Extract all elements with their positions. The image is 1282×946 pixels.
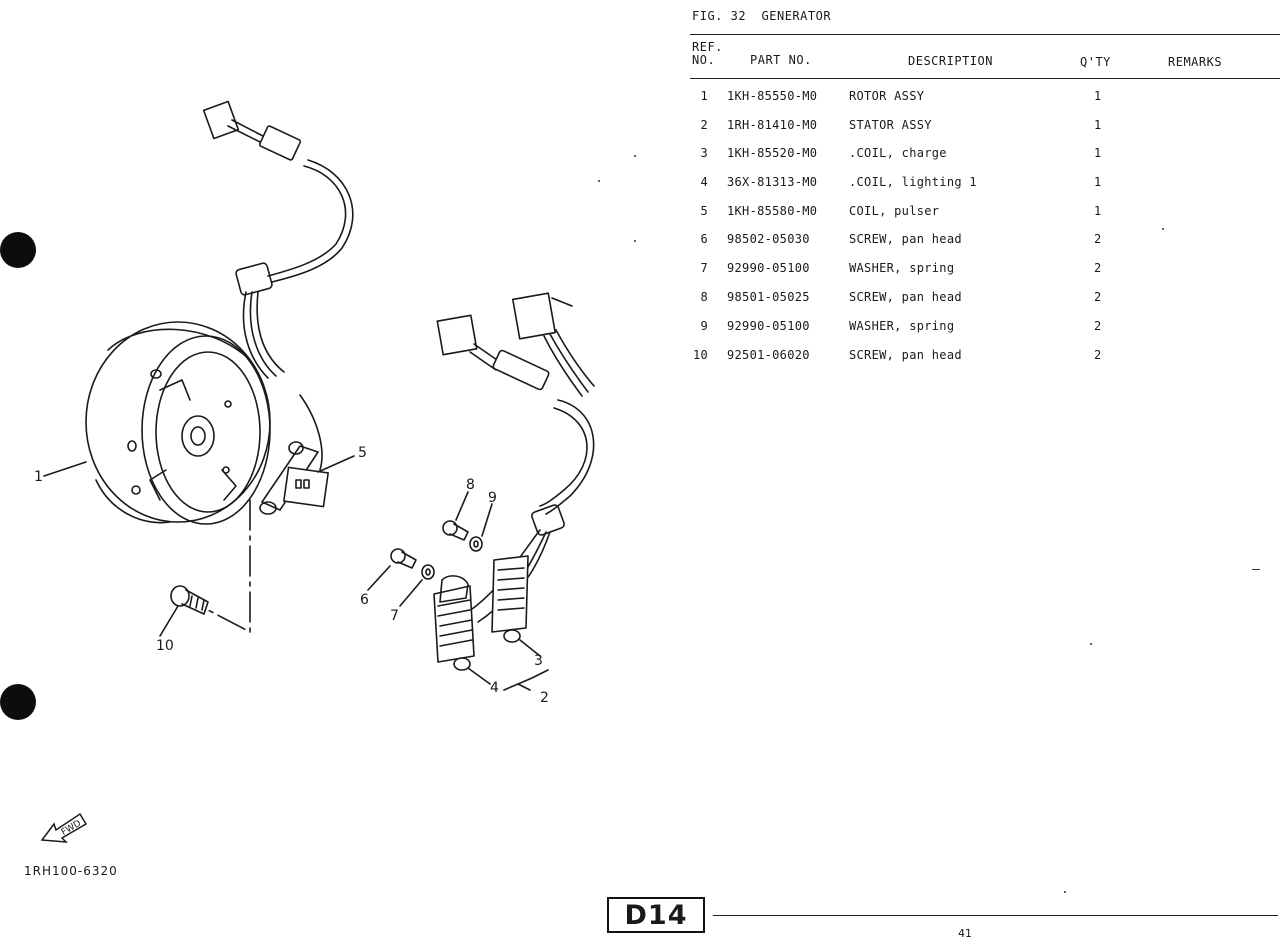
scan-speck	[634, 155, 636, 157]
qty: 2	[1094, 348, 1102, 362]
part-no: 1KH-85520-M0	[727, 146, 818, 160]
callout-7: 7	[390, 608, 399, 624]
figure-name: GENERATOR	[761, 9, 832, 23]
callout-3: 3	[534, 653, 543, 669]
table-row: 9 92990-05100 WASHER, spring 2	[0, 319, 1282, 339]
washer-7	[399, 564, 435, 607]
ref-no: 2	[700, 118, 708, 132]
description: COIL, pulser	[849, 204, 940, 218]
table-row: 1 1KH-85550-M0 ROTOR ASSY 1	[0, 89, 1282, 109]
scan-speck	[634, 240, 636, 242]
figure-number: FIG. 32	[692, 9, 747, 23]
ref-no: 8	[700, 290, 708, 304]
scan-speck	[1162, 228, 1164, 230]
scan-speck	[1252, 569, 1260, 570]
ref-no: 9	[700, 319, 708, 333]
header-qty: Q'TY	[1080, 55, 1111, 69]
footer-rule	[713, 915, 1278, 916]
scan-speck	[598, 180, 600, 182]
scan-speck	[1064, 891, 1066, 893]
description: WASHER, spring	[849, 319, 955, 333]
catalog-code: 1RH100-6320	[24, 864, 118, 878]
header-no: NO.	[692, 53, 716, 67]
description: SCREW, pan head	[849, 290, 962, 304]
header-ref: REF.	[692, 40, 723, 54]
washer-9	[469, 503, 493, 552]
part-no: 36X-81313-M0	[727, 175, 818, 189]
qty: 1	[1094, 204, 1102, 218]
part-no: 1RH-81410-M0	[727, 118, 818, 132]
pulser-coil	[259, 394, 329, 515]
punch-hole	[0, 684, 36, 720]
fwd-label: FWD	[60, 819, 83, 838]
rotor-connector	[202, 100, 354, 379]
ref-no: 4	[700, 175, 708, 189]
header-remarks: REMARKS	[1168, 55, 1223, 69]
table-top-rule	[690, 34, 1280, 35]
scan-speck	[1090, 643, 1092, 645]
qty: 1	[1094, 89, 1102, 103]
callout-10: 10	[156, 638, 174, 654]
part-no: 98501-05025	[727, 290, 810, 304]
description: SCREW, pan head	[849, 232, 962, 246]
table-row: 10 92501-06020 SCREW, pan head 2	[0, 348, 1282, 368]
lighting-coil	[433, 575, 491, 685]
description: SCREW, pan head	[849, 348, 962, 362]
figure-title: FIG. 32 GENERATOR	[692, 9, 831, 23]
table-row: 5 1KH-85580-M0 COIL, pulser 1	[0, 204, 1282, 224]
section-code: D14	[607, 897, 705, 933]
description: ROTOR ASSY	[849, 89, 925, 103]
stator-connector	[436, 292, 595, 623]
rotor-flywheel	[85, 321, 271, 525]
table-row: 3 1KH-85520-M0 .COIL, charge 1	[0, 146, 1282, 166]
callout-4: 4	[490, 680, 499, 696]
part-no: 98502-05030	[727, 232, 810, 246]
qty: 1	[1094, 146, 1102, 160]
table-row: 2 1RH-81410-M0 STATOR ASSY 1	[0, 118, 1282, 138]
description: .COIL, charge	[849, 146, 947, 160]
callout-5: 5	[358, 445, 367, 461]
qty: 1	[1094, 118, 1102, 132]
screw-10	[170, 585, 209, 615]
qty: 2	[1094, 232, 1102, 246]
qty: 2	[1094, 261, 1102, 275]
table-row: 7 92990-05100 WASHER, spring 2	[0, 261, 1282, 281]
ref-no: 10	[692, 348, 708, 362]
ref-no: 5	[700, 204, 708, 218]
screw-6	[367, 548, 417, 591]
header-part-no: PART NO.	[750, 53, 812, 67]
ref-no: 6	[700, 232, 708, 246]
ref-no: 3	[700, 146, 708, 160]
generator-exploded-diagram: 1 2 3 4 5 6 7 8 9 10	[34, 100, 595, 706]
callout-1: 1	[34, 469, 43, 485]
punch-hole	[0, 232, 36, 268]
charge-coil	[491, 555, 541, 657]
part-no: 1KH-85580-M0	[727, 204, 818, 218]
table-row: 8 98501-05025 SCREW, pan head 2	[0, 290, 1282, 310]
table-row: 4 36X-81313-M0 .COIL, lighting 1 1	[0, 175, 1282, 195]
callout-2: 2	[540, 690, 549, 706]
ref-no: 1	[700, 89, 708, 103]
qty: 1	[1094, 175, 1102, 189]
ref-no: 7	[700, 261, 708, 275]
part-no: 92990-05100	[727, 319, 810, 333]
callout-8: 8	[466, 477, 475, 493]
qty: 2	[1094, 290, 1102, 304]
qty: 2	[1094, 319, 1102, 333]
part-no: 92990-05100	[727, 261, 810, 275]
header-description: DESCRIPTION	[908, 54, 993, 68]
screw-8	[442, 491, 469, 541]
description: WASHER, spring	[849, 261, 955, 275]
callout-9: 9	[488, 490, 497, 506]
description: STATOR ASSY	[849, 118, 932, 132]
part-no: 92501-06020	[727, 348, 810, 362]
fwd-arrow-icon: FWD	[40, 812, 88, 843]
table-row: 6 98502-05030 SCREW, pan head 2	[0, 232, 1282, 252]
callout-6: 6	[360, 592, 369, 608]
description: .COIL, lighting 1	[849, 175, 977, 189]
part-no: 1KH-85550-M0	[727, 89, 818, 103]
page-number: 41	[958, 927, 972, 940]
table-header-rule	[690, 78, 1280, 79]
